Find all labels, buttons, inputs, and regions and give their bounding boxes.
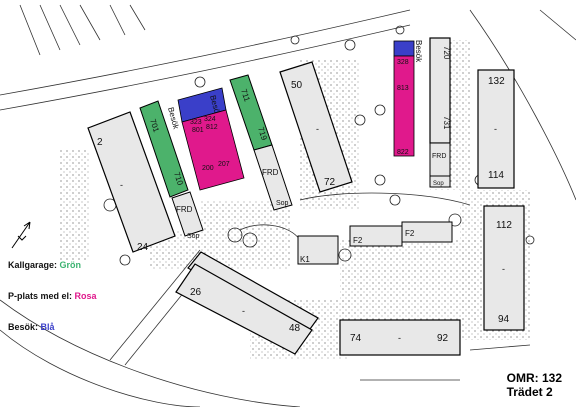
garage-719-label: 719 [256, 126, 269, 142]
building-720-731: 720 731 FRD Sop [429, 37, 451, 188]
area-name: Trädet 2 [506, 385, 553, 399]
svg-text:720: 720 [442, 46, 451, 60]
svg-text:114: 114 [488, 170, 504, 181]
svg-text:F2: F2 [353, 236, 363, 245]
svg-text:Besök: Besök [166, 106, 181, 131]
building-50-72-top-label: 50 [291, 80, 303, 91]
building-2-24: 2 24 - [87, 111, 176, 253]
garage-710-label: 710 [172, 171, 185, 187]
svg-text:26: 26 [190, 287, 202, 298]
svg-text:Besök: Besök [414, 40, 423, 63]
svg-text:FRD: FRD [262, 168, 279, 177]
svg-text:323: 323 [190, 119, 202, 126]
svg-text:-: - [494, 124, 497, 134]
svg-text:812: 812 [206, 124, 218, 131]
svg-text:K1: K1 [300, 255, 310, 264]
trees [103, 25, 535, 295]
building-74-92: 74 92 - [339, 319, 461, 356]
structure-f2-b: F2 [401, 221, 453, 243]
area-caption: OMR: 132 Trädet 2 [507, 371, 562, 399]
svg-text:822: 822 [397, 149, 409, 156]
legend-besok: Besök: Blå [8, 322, 55, 332]
svg-text:207: 207 [218, 161, 230, 168]
garage-701-710: 701 710 [139, 100, 189, 198]
svg-text:94: 94 [498, 314, 510, 325]
svg-text:-: - [502, 264, 505, 274]
svg-text:FRD: FRD [176, 205, 193, 214]
svg-text:731: 731 [442, 116, 451, 130]
svg-text:200: 200 [202, 165, 214, 172]
svg-text:-: - [242, 306, 245, 316]
building-26-48: 26 48 - [175, 251, 319, 355]
frd-sop-left: FRD Sop [171, 191, 204, 240]
svg-text:-: - [120, 180, 123, 190]
building-2-24-bottom-label: 24 [137, 242, 149, 253]
svg-text:-: - [398, 333, 401, 343]
structure-f2-a: F2 [349, 225, 403, 247]
svg-text:813: 813 [397, 85, 409, 92]
parking-rosa-right: 328 813 822 [393, 55, 415, 157]
building-2-24-top-label: 2 [97, 137, 103, 148]
building-50-72: 50 72 - [279, 61, 353, 193]
svg-text:324: 324 [204, 116, 216, 123]
svg-text:801: 801 [192, 127, 204, 134]
svg-text:Sop: Sop [187, 233, 200, 240]
svg-text:74: 74 [350, 333, 362, 344]
building-50-72-bottom-label: 72 [324, 177, 336, 188]
svg-text:328: 328 [397, 59, 409, 66]
north-arrow-icon [11, 221, 31, 249]
svg-text:112: 112 [496, 220, 512, 231]
svg-text:Sop: Sop [276, 200, 289, 207]
svg-text:132: 132 [488, 76, 505, 87]
legend-kallgarage: Kallgarage: Grön [8, 260, 82, 270]
structure-k1: K1 [297, 235, 339, 265]
frd-sop-mid: FRD Sop [253, 144, 293, 211]
legend-pplats: P-plats med el: Rosa [8, 291, 97, 301]
svg-text:F2: F2 [405, 229, 415, 238]
garage-711-719: 711 719 [229, 74, 273, 151]
svg-text:48: 48 [289, 323, 301, 334]
parking-rosa-left: 323 324 801 812 200 207 [181, 109, 245, 191]
garage-711-label: 711 [239, 88, 252, 103]
building-114-132: 132 114 - [477, 69, 515, 189]
svg-text:FRD: FRD [432, 153, 446, 160]
building-94-112: 112 94 - [483, 205, 525, 331]
svg-text:Sop: Sop [433, 181, 444, 187]
garage-701-label: 701 [148, 118, 161, 134]
svg-text:-: - [316, 124, 319, 134]
svg-text:92: 92 [437, 333, 449, 344]
omr-label: OMR: 132 [506, 371, 562, 385]
